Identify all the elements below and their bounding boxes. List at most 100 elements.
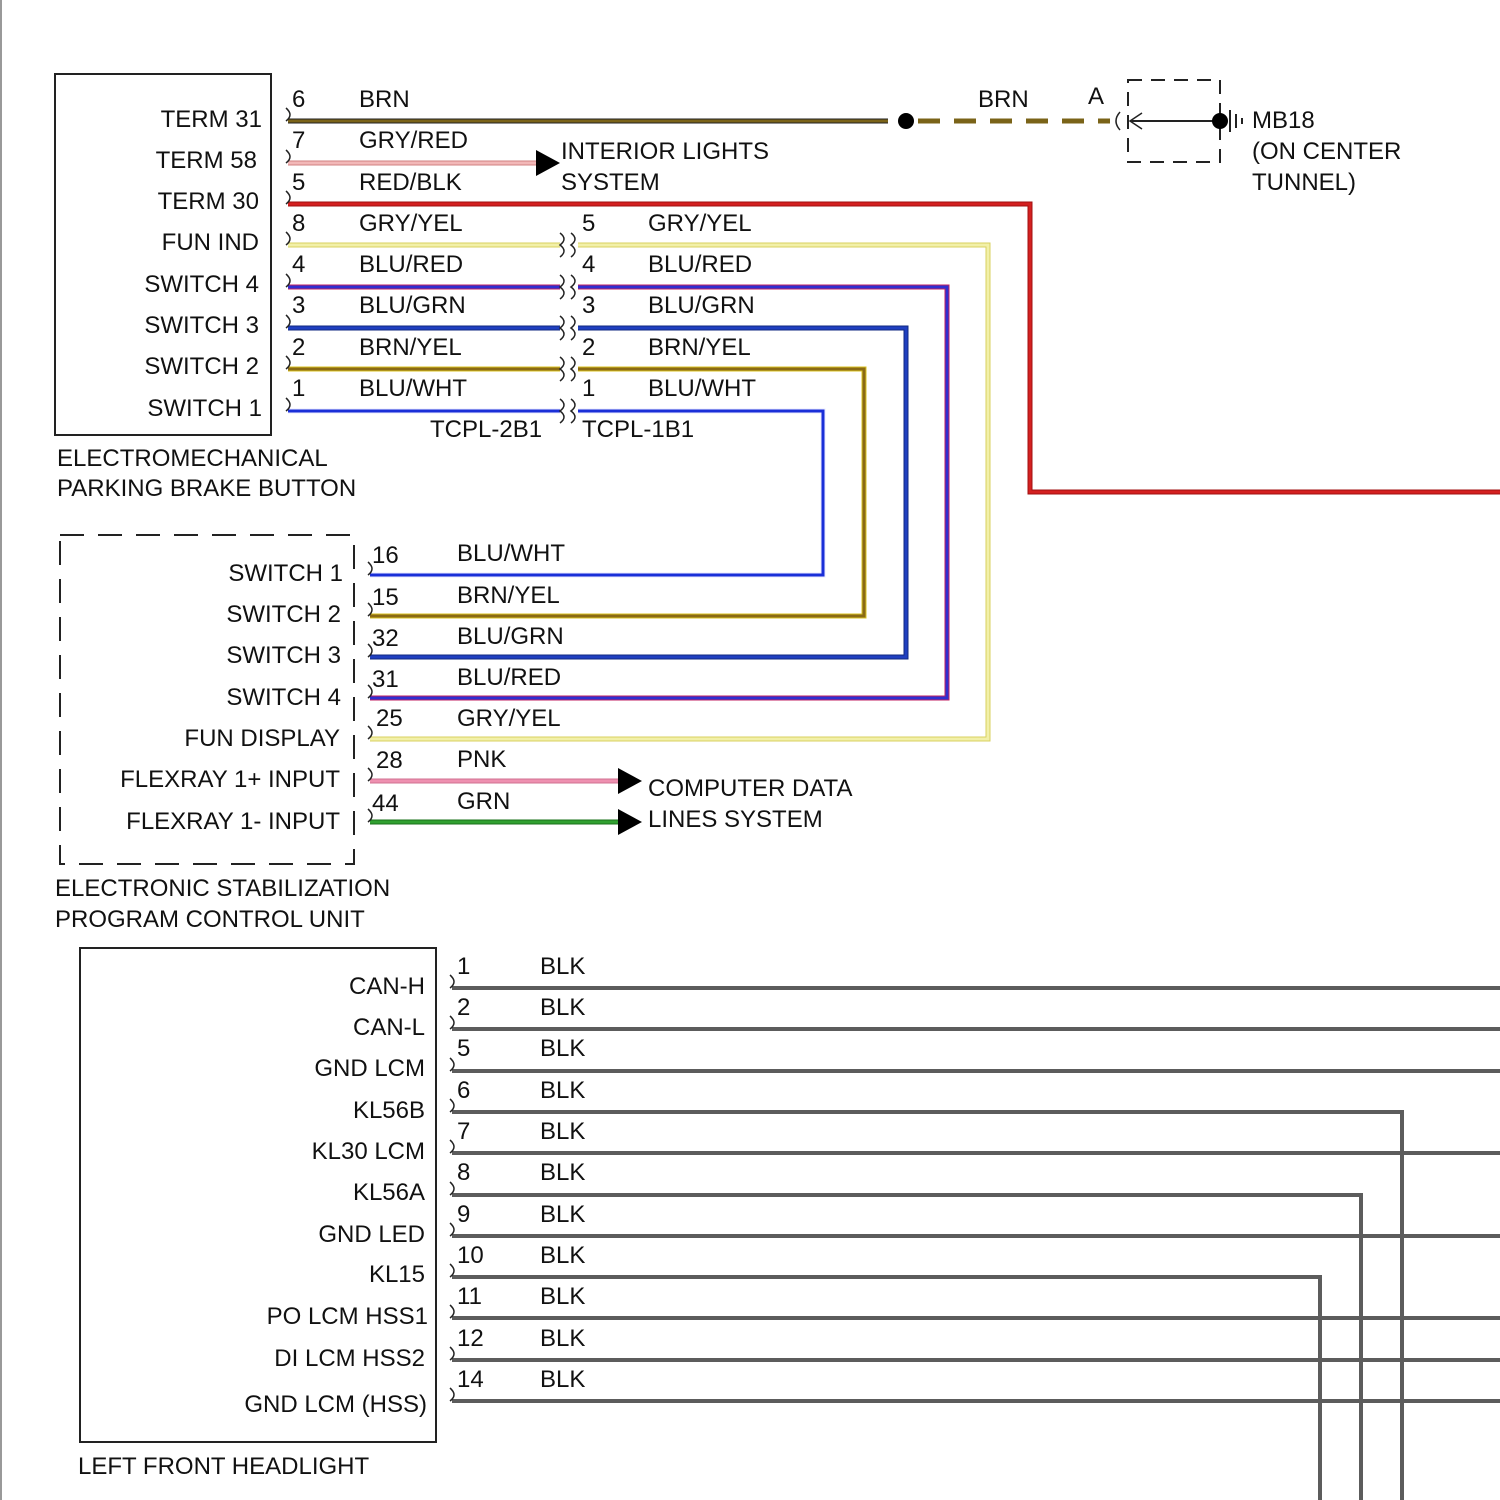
- brake-button-title: ELECTROMECHANICAL: [57, 445, 328, 472]
- headlight-pin-numbers: 1 2 5 6 7 8 9 10 11 12 14: [457, 953, 484, 1393]
- headlight-pin-label: GND LED: [318, 1221, 425, 1248]
- brake-pin-label: SWITCH 3: [144, 312, 259, 339]
- headlight-wire-colors: BLK BLK BLK BLK BLK BLK BLK BLK BLK BLK …: [540, 953, 585, 1393]
- pin-number: 5: [292, 169, 305, 196]
- pin-number: 11: [457, 1283, 482, 1310]
- wire-color-label: GRY/YEL: [648, 210, 752, 237]
- pin-number: 4: [582, 251, 595, 278]
- wire-color-label: BLU/WHT: [359, 375, 467, 402]
- headlight-pin-label: KL56B: [353, 1097, 425, 1124]
- interior-lights-label: SYSTEM: [561, 169, 660, 196]
- pin-number: 7: [292, 127, 305, 154]
- wire-color-label: BLK: [540, 1159, 585, 1186]
- wire-color-label: BLU/WHT: [648, 375, 756, 402]
- pin-number: 31: [372, 666, 399, 693]
- wire-color-label: BLK: [540, 1035, 585, 1062]
- pin-number: 10: [457, 1242, 484, 1269]
- ground-wire-color: BRN: [978, 86, 1029, 113]
- brake-button-title: PARKING BRAKE BUTTON: [57, 475, 356, 502]
- esp-unit-title: PROGRAM CONTROL UNIT: [55, 906, 365, 933]
- pin-number: 5: [582, 210, 595, 237]
- wire-color-label: BLK: [540, 1118, 585, 1145]
- wire-color-label: BLU/GRN: [648, 292, 755, 319]
- pin-number: 15: [372, 584, 399, 611]
- pin-number: 12: [457, 1325, 484, 1352]
- inline-connector-mark: [560, 399, 564, 423]
- wire-color-label: BLU/GRN: [359, 292, 466, 319]
- esp-pin-label: SWITCH 4: [226, 684, 341, 711]
- wire-brn-yel: [370, 369, 864, 616]
- pin-number: 25: [376, 705, 403, 732]
- pin-number: 32: [372, 625, 399, 652]
- brake-button-pin-labels: TERM 31 TERM 58 TERM 30 FUN IND SWITCH 4…: [144, 106, 262, 422]
- wire-color-label: BLU/RED: [648, 251, 752, 278]
- wire-color-label: BLK: [540, 1242, 585, 1269]
- pin-number: 2: [582, 334, 595, 361]
- esp-pin-label: FUN DISPLAY: [184, 725, 340, 752]
- wire-color-label: BRN/YEL: [457, 582, 560, 609]
- pin-number: 7: [457, 1118, 470, 1145]
- pin-number: 6: [457, 1077, 470, 1104]
- brake-pin-label: FUN IND: [162, 229, 259, 256]
- wire-color-label: GRY/YEL: [359, 210, 463, 237]
- connector-name: TCPL-2B1: [430, 416, 542, 443]
- brake-pin-label: SWITCH 2: [144, 353, 259, 380]
- esp-pin-label: SWITCH 3: [226, 642, 341, 669]
- esp-pin-label: SWITCH 1: [228, 560, 343, 587]
- headlight-pin-label: DI LCM HSS2: [274, 1345, 425, 1372]
- wire-color-label: RED/BLK: [359, 169, 462, 196]
- esp-unit-title: ELECTRONIC STABILIZATION: [55, 875, 390, 902]
- pin-number: 5: [457, 1035, 470, 1062]
- ground-location: TUNNEL): [1252, 169, 1356, 196]
- brake-pin-label: SWITCH 4: [144, 271, 259, 298]
- wire-blk: [452, 1195, 1361, 1500]
- inline-connector-mark: [560, 357, 564, 381]
- pin-number: 9: [457, 1201, 470, 1228]
- wire-color-label: GRY/YEL: [457, 705, 561, 732]
- wire-color-label: BLU/WHT: [457, 540, 565, 567]
- brake-pin-label: SWITCH 1: [147, 395, 262, 422]
- ground-pin: A: [1088, 83, 1104, 110]
- pin-number: 44: [372, 790, 399, 817]
- connector-name: TCPL-1B1: [582, 416, 694, 443]
- inline-connector-mark: [560, 275, 564, 299]
- wire-color-label: BLU/GRN: [457, 623, 564, 650]
- interior-lights-label: INTERIOR LIGHTS: [561, 138, 769, 165]
- pin-number: 3: [292, 292, 305, 319]
- ground-name: MB18: [1252, 107, 1315, 134]
- wire-color-label: GRY/RED: [359, 127, 468, 154]
- wire-color-label: BRN/YEL: [359, 334, 462, 361]
- wire-blk: [452, 1112, 1402, 1500]
- ground-pin-mark: [1116, 112, 1120, 130]
- wire-color-label: BLK: [540, 953, 585, 980]
- pin-number: 16: [372, 542, 399, 569]
- wire-color-label: BLU/RED: [457, 664, 561, 691]
- inline-connector-mark: [560, 316, 564, 340]
- wire-color-label: BLK: [540, 1077, 585, 1104]
- wire-color-label: BRN/YEL: [648, 334, 751, 361]
- headlight-pin-label: KL56A: [353, 1179, 425, 1206]
- headlight-pin-label: PO LCM HSS1: [267, 1303, 428, 1330]
- splice-dot: [898, 113, 914, 129]
- esp-pin-label: FLEXRAY 1- INPUT: [126, 808, 340, 835]
- pin-number: 2: [457, 994, 470, 1021]
- computer-data-label: COMPUTER DATA: [648, 775, 852, 802]
- wire-color-label: BLK: [540, 1201, 585, 1228]
- inline-connector-mark: [571, 316, 575, 340]
- pin-number: 8: [292, 210, 305, 237]
- headlight-pin-label: CAN-L: [353, 1014, 425, 1041]
- pin-number: 14: [457, 1366, 484, 1393]
- wire-color-label: BRN: [359, 86, 410, 113]
- ground-location: (ON CENTER: [1252, 138, 1401, 165]
- headlight-pin-labels: CAN-H CAN-L GND LCM KL56B KL30 LCM KL56A…: [244, 973, 428, 1418]
- headlight-title: LEFT FRONT HEADLIGHT: [78, 1453, 369, 1480]
- headlight-pin-label: KL15: [369, 1261, 425, 1288]
- inline-connector-mark: [571, 399, 575, 423]
- inline-connector-mark: [571, 357, 575, 381]
- inline-connector-mark: [571, 275, 575, 299]
- wire-color-label: BLK: [540, 1366, 585, 1393]
- wire-color-label: BLU/RED: [359, 251, 463, 278]
- computer-data-label: LINES SYSTEM: [648, 806, 823, 833]
- pin-number: 6: [292, 86, 305, 113]
- wire-brn-yel-outline: [370, 369, 864, 616]
